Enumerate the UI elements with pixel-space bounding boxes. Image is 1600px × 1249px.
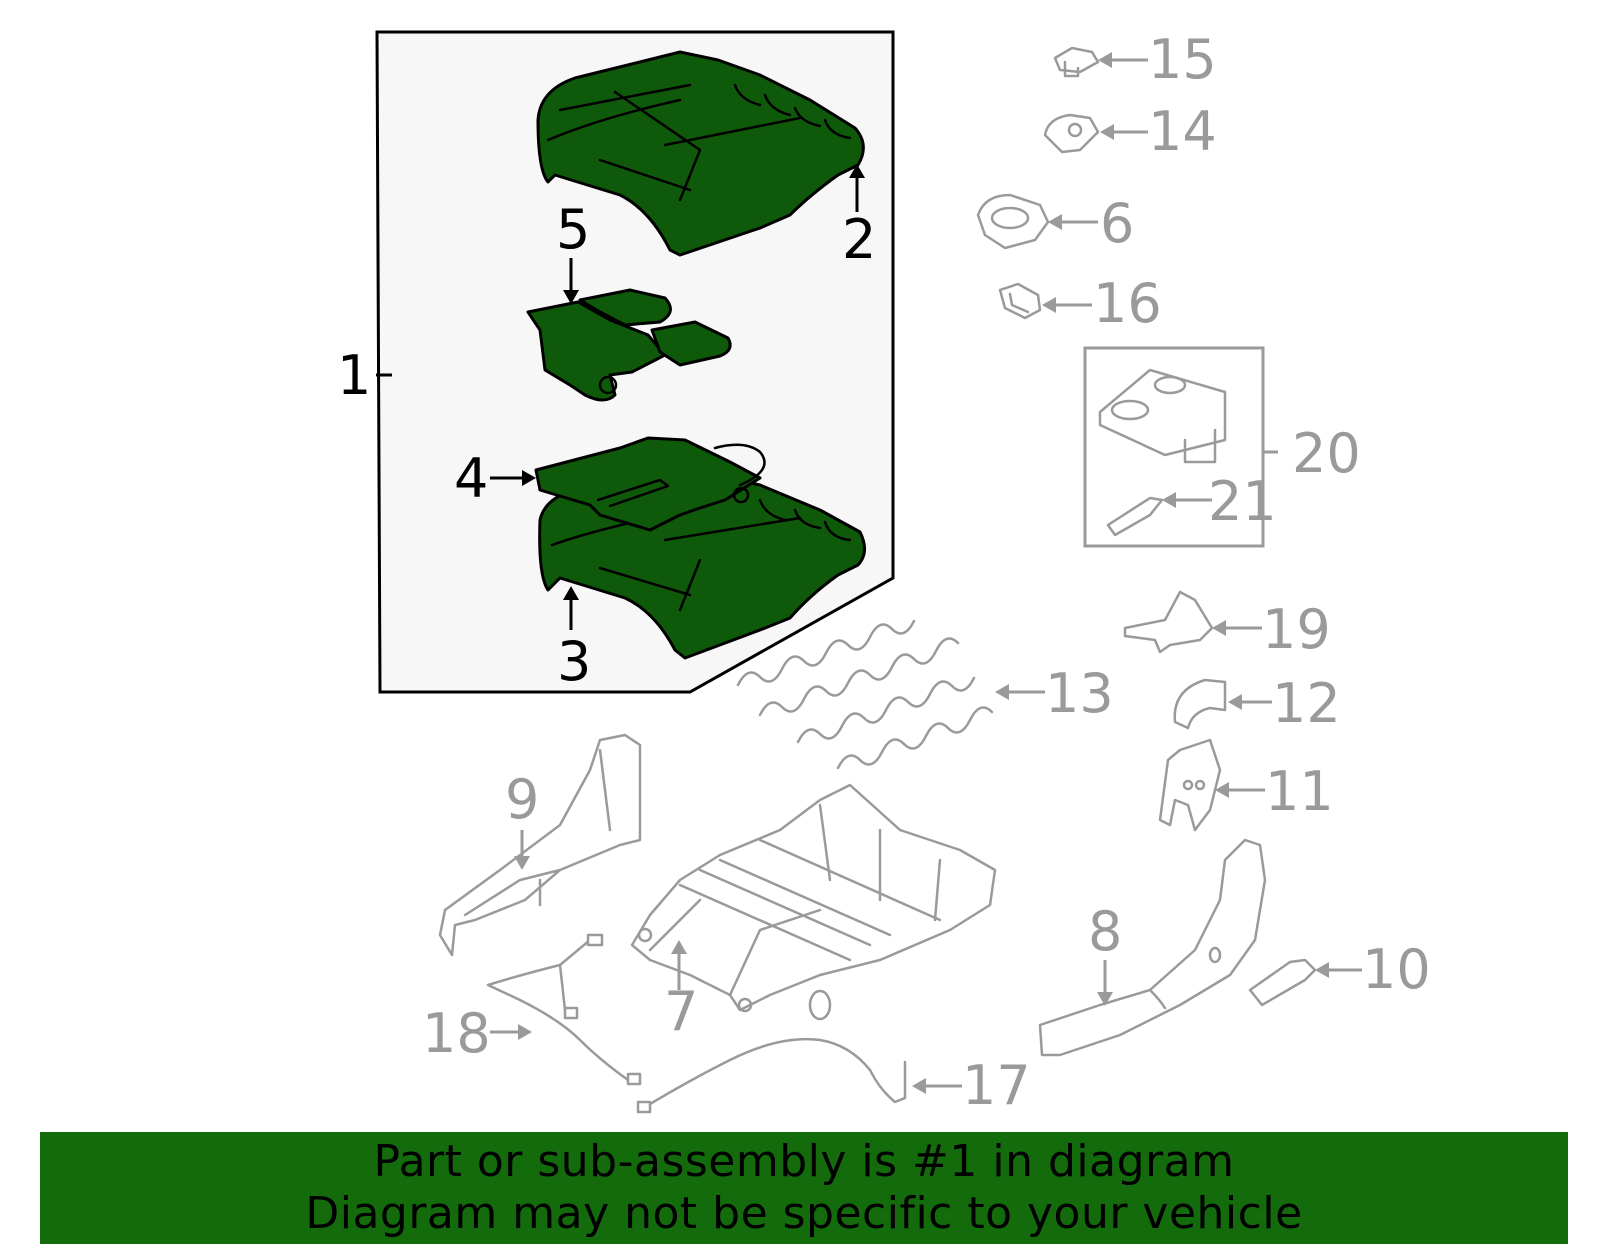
seat-frame-part-7	[630, 783, 997, 1021]
seat-springs-part-13	[736, 619, 994, 770]
callout-1: 1	[337, 344, 371, 407]
handle-part-21	[1106, 496, 1164, 537]
callout-8: 8	[1088, 900, 1122, 963]
leaders-active	[376, 164, 865, 630]
footer-line-1: Part or sub-assembly is #1 in diagram	[373, 1136, 1235, 1187]
callout-12: 12	[1272, 672, 1341, 735]
clip-part-16	[998, 282, 1042, 320]
hinge-part-11	[1158, 738, 1222, 832]
footer-banner: Part or sub-assembly is #1 in diagram Di…	[40, 1132, 1568, 1244]
callout-15: 15	[1148, 28, 1217, 91]
cover-part-12	[1173, 678, 1227, 730]
cover-part-6	[976, 193, 1050, 250]
callout-20: 20	[1292, 422, 1361, 485]
cushion-pad-part-5[interactable]	[526, 288, 732, 402]
callout-6: 6	[1100, 192, 1134, 255]
cup-holder-part-20	[1098, 368, 1227, 464]
callout-4: 4	[454, 447, 488, 510]
wire-harness-part-18	[486, 933, 642, 1086]
cable-part-17	[636, 1037, 907, 1114]
heater-pad-part-4[interactable]	[534, 436, 766, 532]
callout-21: 21	[1208, 470, 1277, 533]
bracket-part-14	[1043, 113, 1100, 154]
callout-3: 3	[557, 630, 591, 693]
leaders-inactive	[490, 52, 1362, 1094]
callout-2: 2	[842, 208, 876, 271]
callout-16: 16	[1093, 272, 1162, 335]
callout-19: 19	[1262, 598, 1331, 661]
callout-9: 9	[505, 768, 539, 831]
side-panel-part-8	[1038, 838, 1267, 1057]
callout-14: 14	[1148, 100, 1217, 163]
seat-cover-part-2[interactable]	[536, 50, 865, 257]
clip-part-15	[1053, 46, 1100, 78]
callout-10: 10	[1362, 938, 1431, 1001]
footer-line-2: Diagram may not be specific to your vehi…	[305, 1188, 1303, 1239]
callout-18: 18	[422, 1002, 491, 1065]
bracket-part-19	[1123, 590, 1214, 654]
callout-17: 17	[962, 1054, 1031, 1117]
callout-7: 7	[664, 980, 698, 1043]
handle-part-10	[1248, 958, 1317, 1007]
side-shield-part-9	[438, 733, 642, 957]
callout-11: 11	[1265, 760, 1334, 823]
callout-5: 5	[556, 198, 590, 261]
callout-13: 13	[1045, 662, 1114, 725]
footer-banner-bg	[40, 1132, 1568, 1244]
